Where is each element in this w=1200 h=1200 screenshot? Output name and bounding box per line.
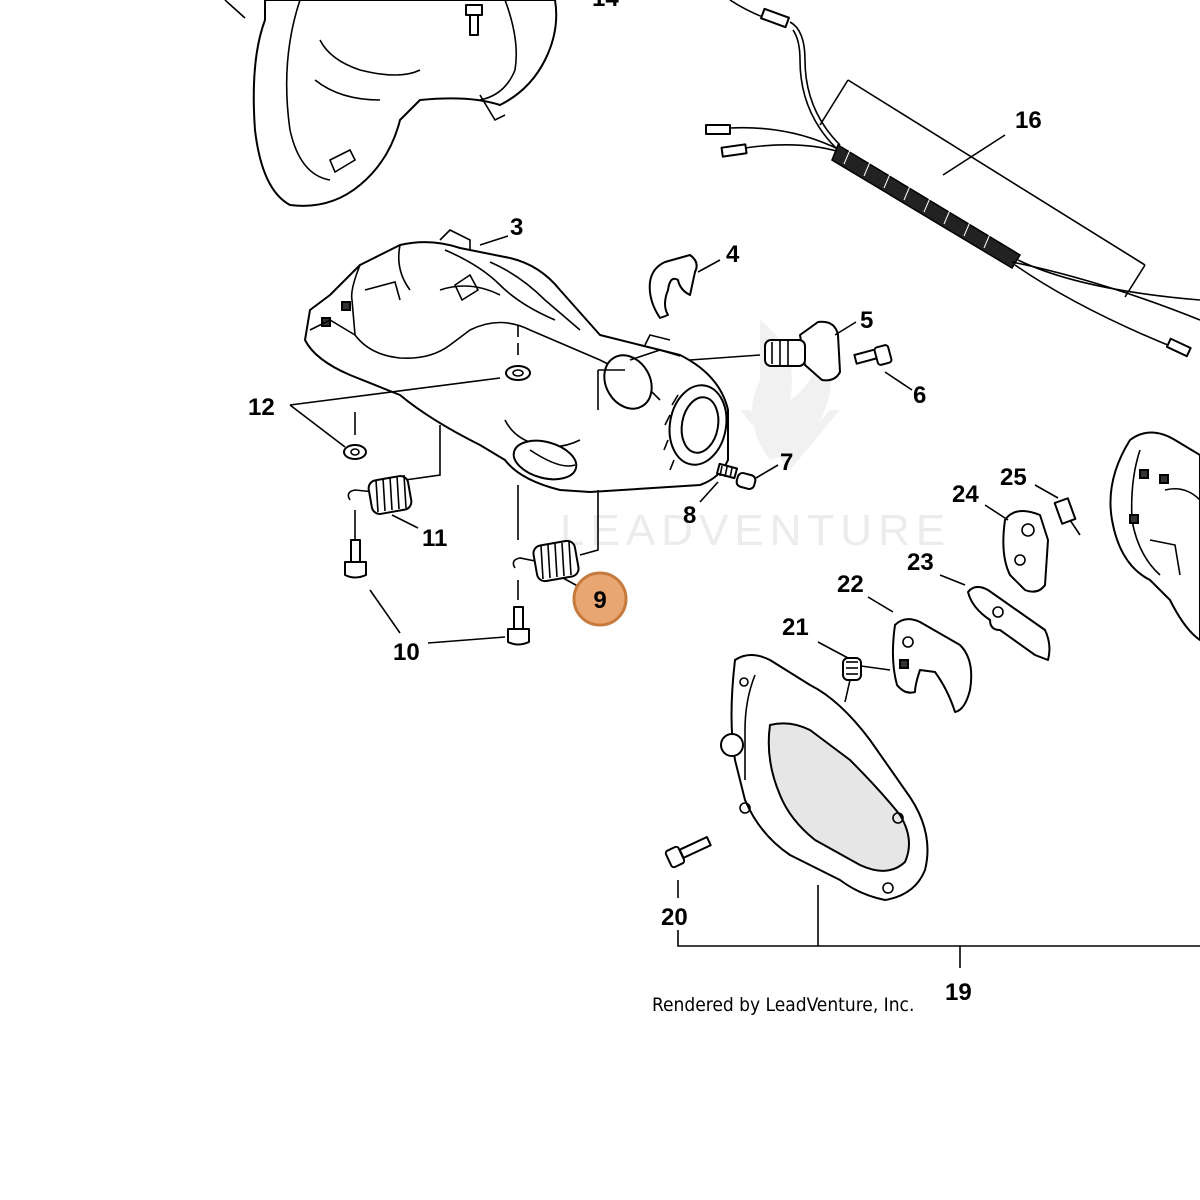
leader-23 <box>939 574 966 586</box>
leader-11 <box>391 514 419 529</box>
part-12-washer-lower <box>343 444 367 460</box>
label-10: 10 <box>393 639 420 666</box>
label-5: 5 <box>860 307 873 334</box>
axis-line-9b <box>579 490 599 556</box>
label-7: 7 <box>780 449 793 476</box>
label-3: 3 <box>510 214 523 241</box>
leader-10a <box>369 589 401 634</box>
watermark-text: LEADVENTURE <box>560 506 951 555</box>
label-4: 4 <box>726 241 740 268</box>
part-21-spring <box>842 657 891 703</box>
part-25-spring <box>1053 497 1081 536</box>
axis-line-11 <box>404 425 441 481</box>
leader-4 <box>697 259 721 273</box>
part-8-spring <box>716 462 738 480</box>
part-24-latch <box>1002 510 1049 593</box>
label-12: 12 <box>248 394 275 421</box>
label-9: 9 <box>593 587 606 614</box>
label-22: 22 <box>837 571 864 598</box>
part-23-lever <box>967 586 1051 661</box>
leader-22 <box>867 596 894 613</box>
part-14-handle <box>224 0 558 207</box>
label-8: 8 <box>683 502 696 529</box>
part-4-clip <box>648 254 698 319</box>
part-19-cover-lower <box>720 654 929 901</box>
label-20: 20 <box>661 904 688 931</box>
label-25: 25 <box>1000 464 1027 491</box>
part-16-cable-harness <box>705 0 1200 358</box>
label-21: 21 <box>782 614 809 641</box>
label-6: 6 <box>913 382 926 409</box>
bracket-19 <box>677 930 1200 947</box>
leader-12a <box>289 377 501 406</box>
label-23: 23 <box>907 549 934 576</box>
part-9-spring <box>512 539 580 583</box>
leader-6 <box>884 371 913 391</box>
leader-body-5 <box>689 354 761 361</box>
part-5-knob <box>764 320 841 382</box>
part-6-screw <box>853 344 893 366</box>
label-19: 19 <box>945 979 972 1006</box>
part-19-cover-right <box>1109 431 1200 641</box>
part-7-cap <box>735 472 757 490</box>
leader-5 <box>834 321 857 336</box>
label-24: 24 <box>952 481 979 508</box>
part-22-trigger <box>891 618 973 713</box>
part-20-screw <box>664 836 712 869</box>
leader-3 <box>479 235 509 246</box>
part-11-spring <box>347 474 413 515</box>
label-14: 14 <box>592 0 619 12</box>
render-credit: Rendered by LeadVenture, Inc. <box>652 994 914 1016</box>
leader-10b <box>427 636 506 644</box>
leader-21 <box>817 641 849 659</box>
leader-12b <box>289 404 346 448</box>
part-10-screw-right <box>507 606 530 646</box>
highlight-marker-9 <box>572 571 628 627</box>
part-10-screw-left <box>344 539 367 579</box>
label-11: 11 <box>422 525 447 552</box>
part-12-washer-upper <box>505 365 531 381</box>
leader-7 <box>755 464 779 479</box>
leader-8 <box>699 481 719 503</box>
leader-24 <box>984 504 1009 521</box>
leader-25 <box>1034 484 1059 499</box>
label-16: 16 <box>1015 107 1042 134</box>
